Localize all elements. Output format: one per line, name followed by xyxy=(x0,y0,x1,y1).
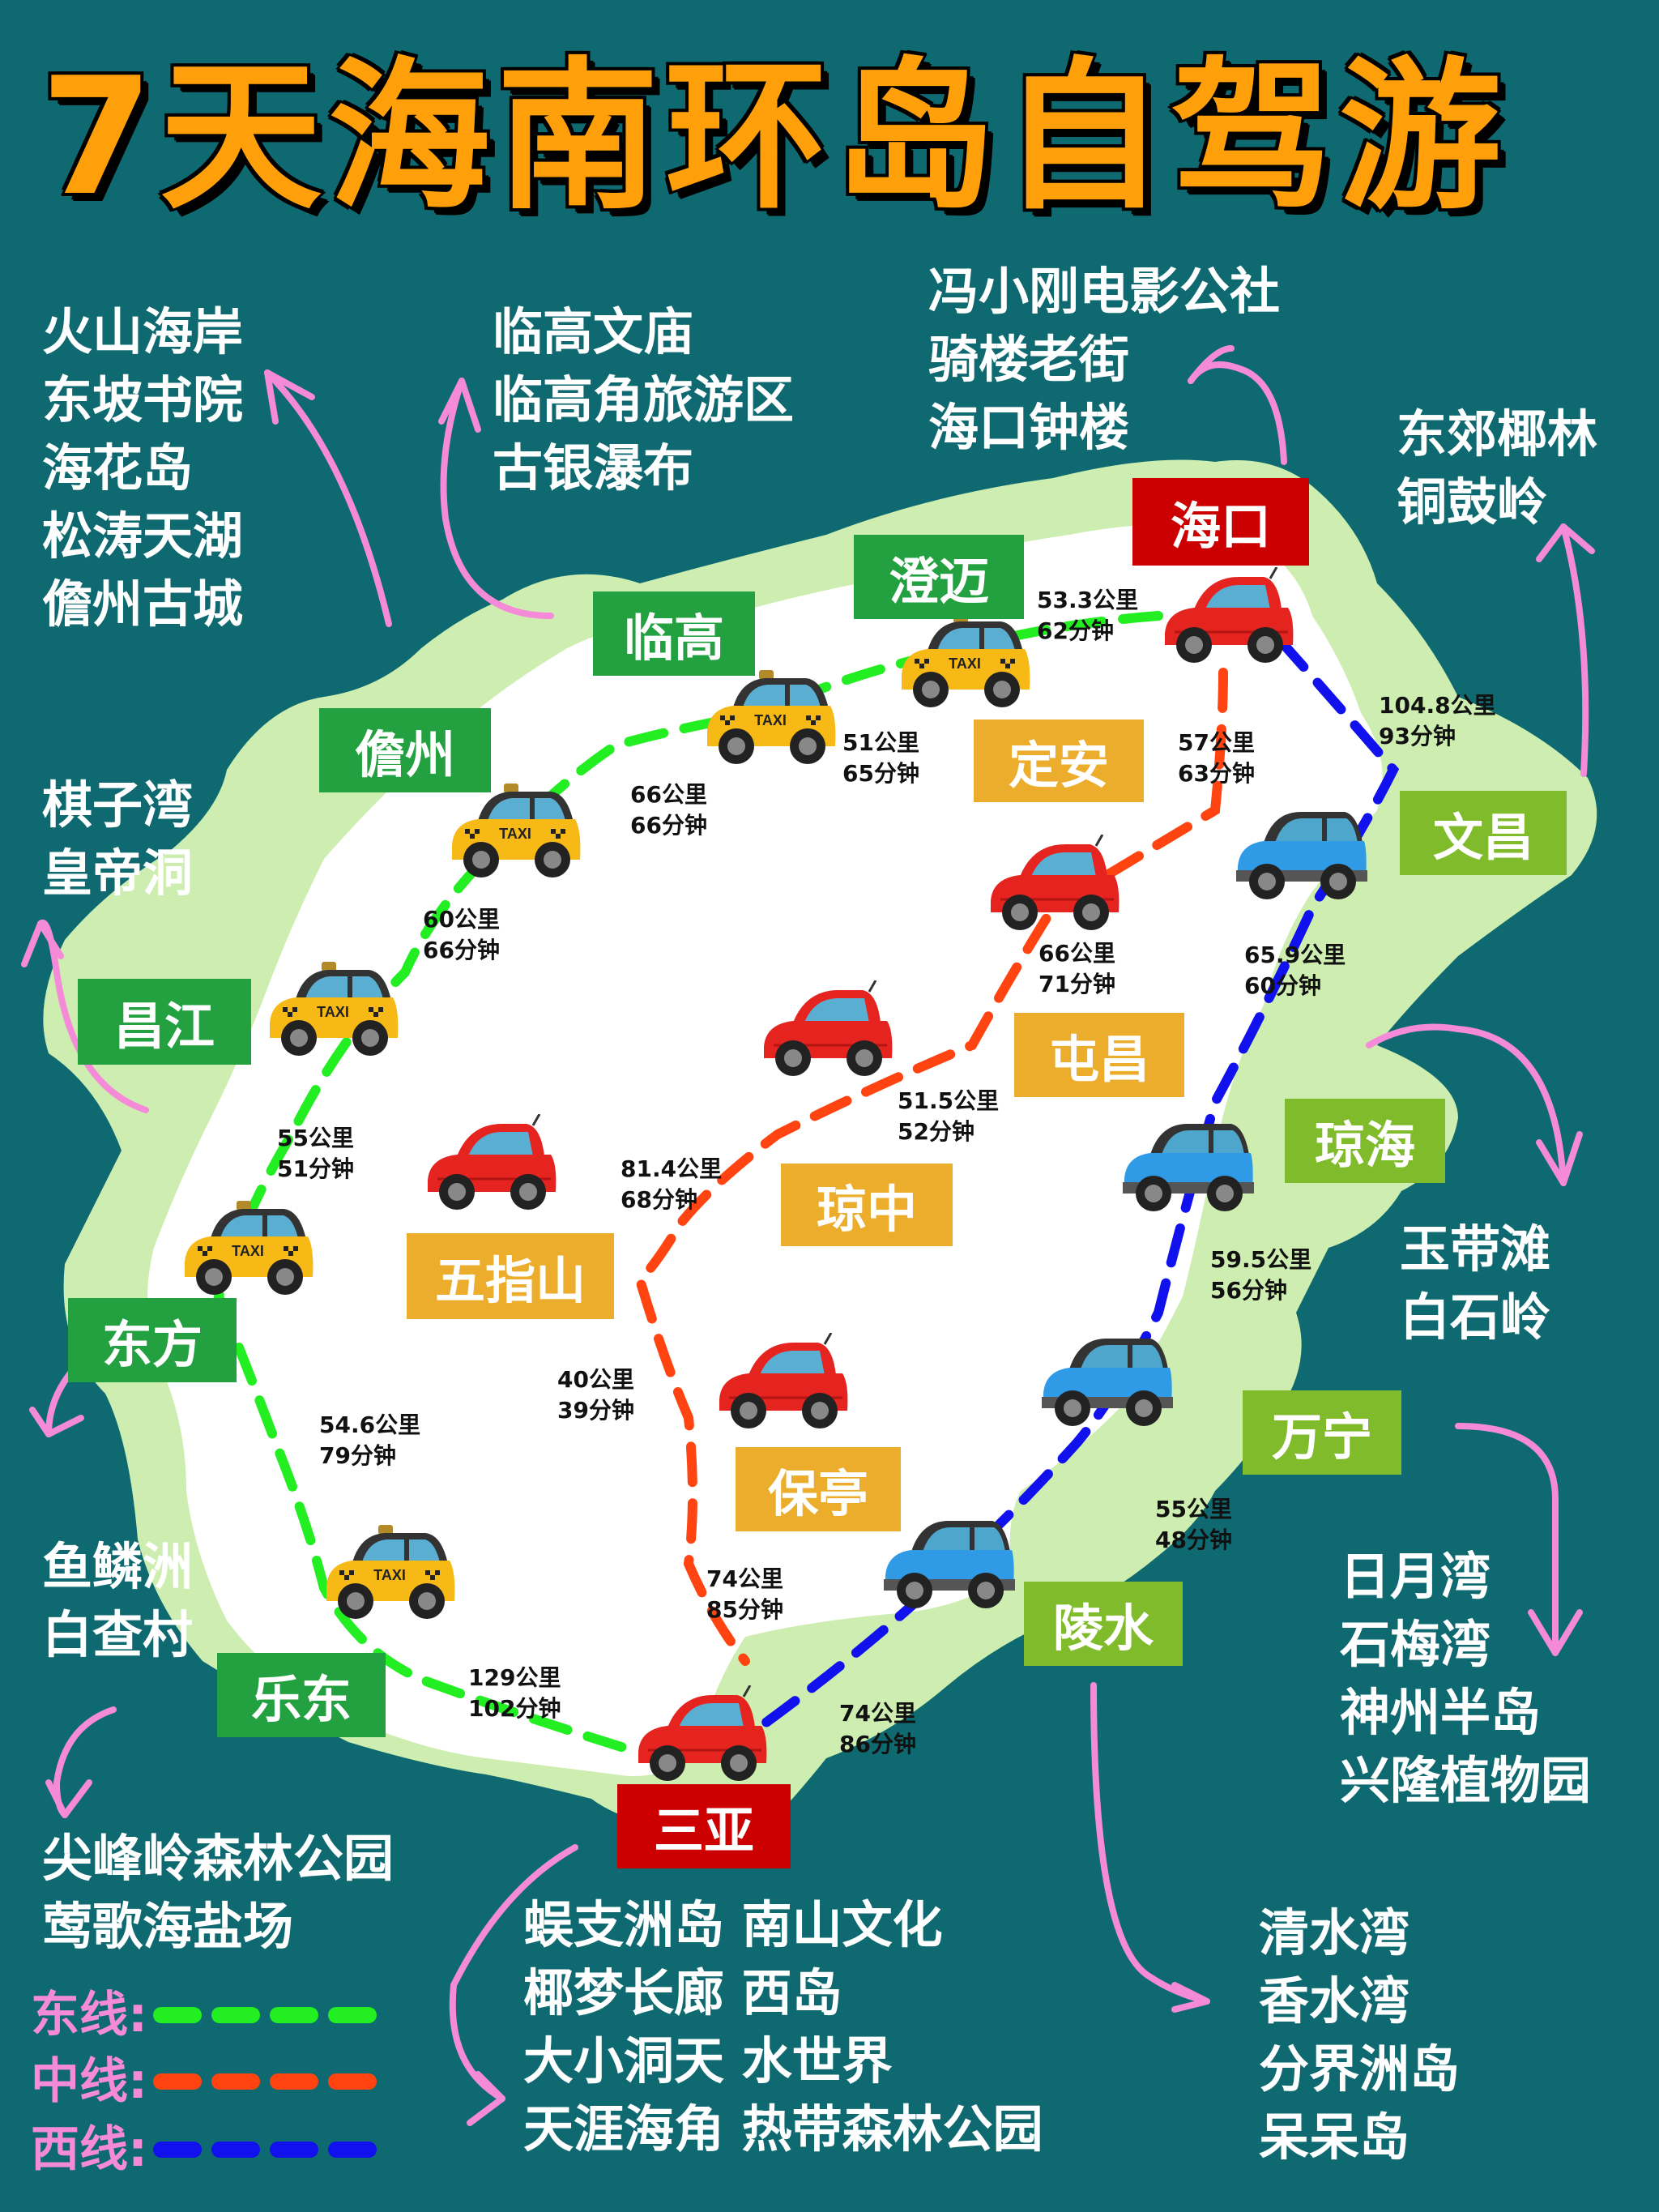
attraction-item: 临高文庙 xyxy=(493,302,694,361)
city-label-baoting: 保亭 xyxy=(736,1447,901,1531)
city-label-tunchang: 屯昌 xyxy=(1014,1013,1184,1097)
attraction-item: 清水湾 xyxy=(1259,1903,1410,1962)
attractions-sanya: 蜈支洲岛 南山文化 椰梦长廊 西岛 大小洞天 水世界 天涯海角 热带森林公园 xyxy=(523,1891,1043,2163)
attraction-item: 白石岭 xyxy=(1400,1287,1551,1347)
attraction-item: 临高角旅游区 xyxy=(493,370,795,429)
attraction-item: 松涛天湖 xyxy=(42,506,244,566)
page-title: 7天海南环岛自驾游 xyxy=(38,41,1508,234)
attraction-item: 石梅湾 xyxy=(1340,1615,1491,1674)
legend-west: 西线: xyxy=(31,2121,387,2178)
city-label-changjiang: 昌江 xyxy=(78,979,251,1065)
city-label-qiongzhong: 琼中 xyxy=(781,1164,953,1246)
attraction-item: 白查村 xyxy=(42,1605,194,1664)
attractions-dongfang: 鱼鳞洲 白查村 xyxy=(42,1533,193,1669)
attraction-item: 火山海岸 xyxy=(42,302,244,361)
attraction-item: 分界洲岛 xyxy=(1259,2039,1461,2099)
attraction-item: 海口钟楼 xyxy=(928,398,1130,457)
attractions-qionghai: 玉带滩 白石岭 xyxy=(1400,1215,1550,1352)
attraction-item: 莺歌海盐场 xyxy=(42,1897,294,1956)
attractions-wanning: 日月湾 石梅湾 神州半岛 兴隆植物园 xyxy=(1340,1543,1591,1815)
city-label-ledong: 乐东 xyxy=(217,1653,386,1737)
attraction-item: 蜈支洲岛 南山文化 xyxy=(523,1895,943,1954)
city-label-dongfang: 东方 xyxy=(68,1298,237,1382)
legend-east: 东线: xyxy=(31,1987,387,2043)
attraction-item: 铜鼓岭 xyxy=(1397,472,1548,532)
legend-middle-label: 中线: xyxy=(31,2053,147,2110)
attractions-changjiang: 棋子湾 皇帝洞 xyxy=(42,771,193,907)
legend-east-swatch xyxy=(153,2007,387,2023)
city-label-danzhou: 儋州 xyxy=(319,708,491,792)
city-label-wanning: 万宁 xyxy=(1243,1390,1401,1475)
attraction-item: 玉带滩 xyxy=(1400,1219,1551,1279)
attraction-item: 大小洞天 水世界 xyxy=(523,2031,893,2090)
attraction-item: 东坡书院 xyxy=(42,370,244,429)
city-label-dingan: 定安 xyxy=(974,720,1144,802)
legend-middle-swatch xyxy=(153,2073,387,2090)
city-label-lingshui: 陵水 xyxy=(1024,1582,1183,1666)
attractions-danzhou: 火山海岸 东坡书院 海花岛 松涛天湖 儋州古城 xyxy=(42,298,243,638)
city-label-lingao: 临高 xyxy=(593,591,755,676)
city-label-qionghai: 琼海 xyxy=(1285,1099,1445,1183)
city-label-haikou: 海口 xyxy=(1132,478,1309,566)
attraction-item: 古银瀑布 xyxy=(493,438,694,497)
legend-middle: 中线: xyxy=(31,2053,387,2110)
attraction-item: 尖峰岭森林公园 xyxy=(42,1829,394,1888)
city-label-chengmai: 澄迈 xyxy=(854,535,1024,619)
attraction-item: 日月湾 xyxy=(1340,1547,1491,1606)
city-label-wenchang: 文昌 xyxy=(1400,791,1567,875)
annotation-arrows xyxy=(21,345,1595,2126)
attractions-lingshui: 清水湾 香水湾 分界洲岛 呆呆岛 xyxy=(1259,1899,1460,2171)
city-label-sanya: 三亚 xyxy=(617,1784,791,1868)
attraction-item: 鱼鳞洲 xyxy=(42,1537,194,1596)
attraction-item: 神州半岛 xyxy=(1340,1683,1542,1742)
route-middle-line xyxy=(634,668,1228,1666)
attraction-item: 香水湾 xyxy=(1259,1971,1410,2031)
attraction-item: 海花岛 xyxy=(42,438,194,497)
attraction-item: 棋子湾 xyxy=(42,775,194,835)
attraction-item: 皇帝洞 xyxy=(42,843,194,903)
attractions-haikou: 冯小刚电影公社 骑楼老街 海口钟楼 xyxy=(928,258,1280,462)
attraction-item: 呆呆岛 xyxy=(1259,2107,1410,2167)
attraction-item: 兴隆植物园 xyxy=(1340,1751,1592,1810)
attraction-item: 儋州古城 xyxy=(42,574,244,634)
legend-west-swatch xyxy=(153,2142,387,2158)
attractions-lingao: 临高文庙 临高角旅游区 古银瀑布 xyxy=(493,298,794,502)
attraction-item: 椰梦长廊 西岛 xyxy=(523,1963,842,2022)
city-label-wuzhishan: 五指山 xyxy=(407,1233,614,1319)
attractions-wenchang: 东郊椰林 铜鼓岭 xyxy=(1397,400,1597,536)
attraction-item: 天涯海角 热带森林公园 xyxy=(523,2099,1043,2159)
legend-west-label: 西线: xyxy=(31,2121,147,2178)
attractions-ledong: 尖峰岭森林公园 莺歌海盐场 xyxy=(42,1825,394,1961)
attraction-item: 冯小刚电影公社 xyxy=(928,262,1281,321)
attraction-item: 骑楼老街 xyxy=(928,330,1130,389)
legend-east-label: 东线: xyxy=(31,1987,147,2043)
attraction-item: 东郊椰林 xyxy=(1397,404,1598,463)
